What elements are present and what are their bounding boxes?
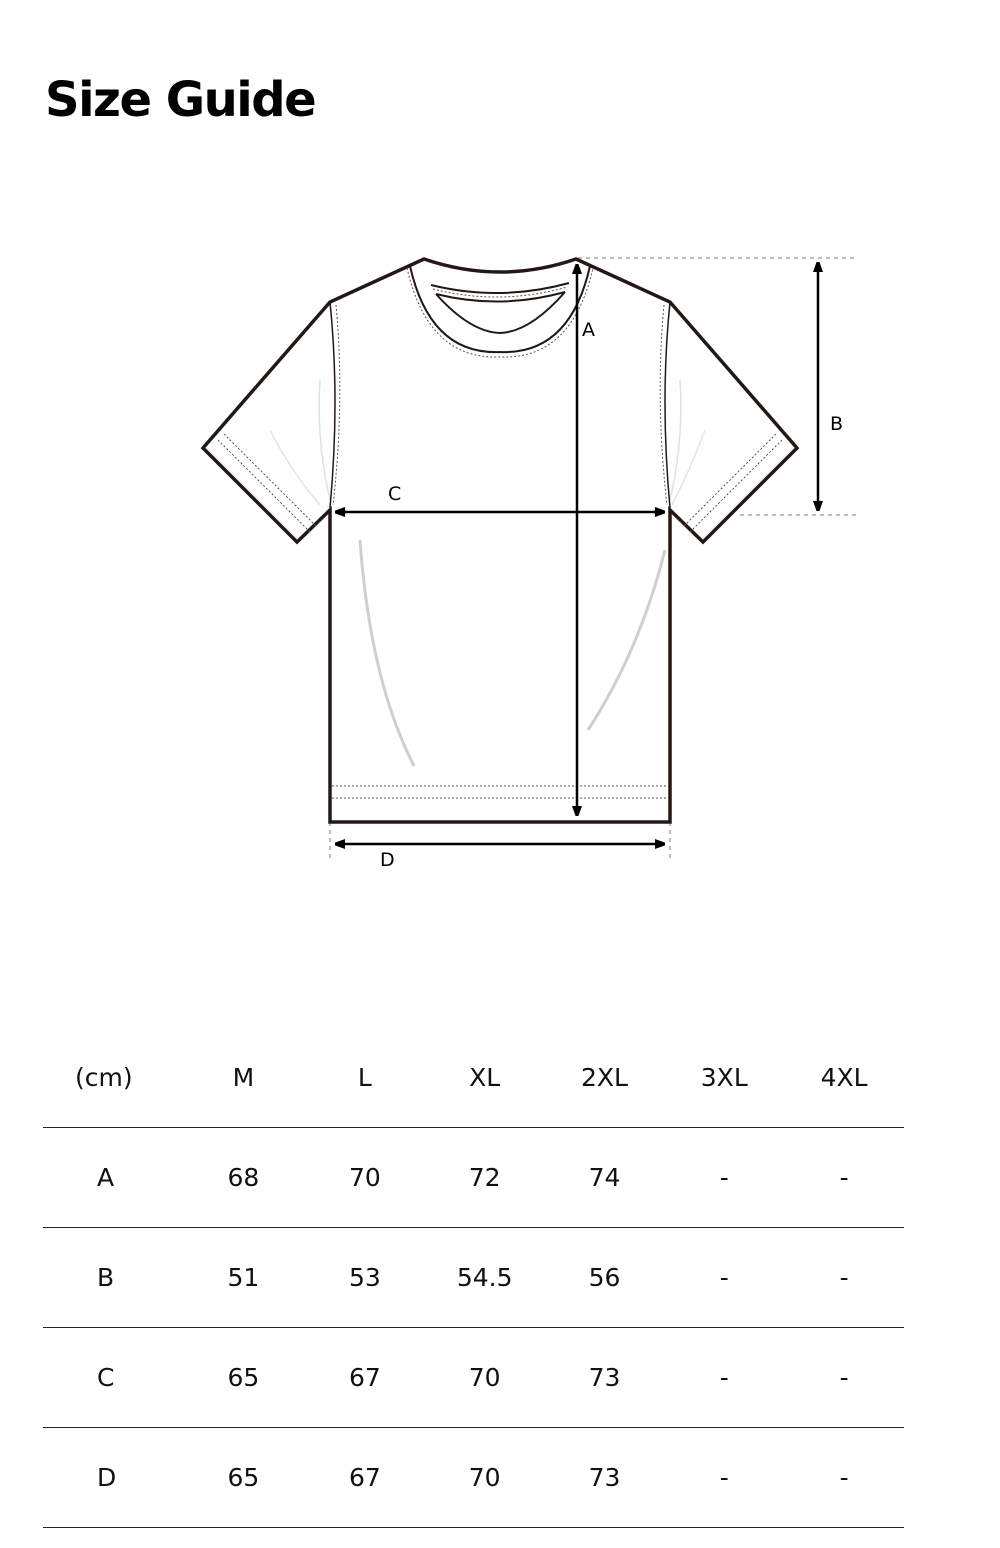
table-cell: - (664, 1427, 785, 1528)
table-cell: 73 (544, 1427, 665, 1528)
table-cell: 74 (544, 1127, 665, 1228)
table-row: A 68 70 72 74 - - (43, 1127, 904, 1228)
table-row: D 65 67 70 73 - - (43, 1427, 904, 1528)
measurement-label: C (43, 1327, 182, 1428)
measurement-arrows (336, 263, 818, 844)
tshirt-outline (200, 257, 800, 824)
guide-lines (329, 257, 856, 858)
table-cell: - (664, 1227, 785, 1328)
table-cell: 70 (424, 1427, 545, 1528)
label-c: C (388, 483, 401, 505)
table-cell: 70 (424, 1327, 545, 1428)
table-cell: 72 (424, 1127, 545, 1228)
unit-header: (cm) (43, 1028, 182, 1128)
size-header: 4XL (784, 1028, 904, 1128)
tshirt-measurement-diagram: A B C D (0, 230, 1000, 890)
table-cell: 51 (181, 1227, 305, 1328)
size-header: XL (424, 1028, 545, 1128)
table-cell: - (664, 1127, 785, 1228)
table-header-row: (cm) M L XL 2XL 3XL 4XL (43, 1028, 904, 1128)
label-a: A (582, 319, 595, 341)
collar (409, 265, 591, 354)
table-cell: 65 (181, 1427, 305, 1528)
measurement-label: D (43, 1427, 182, 1528)
page-title: Size Guide (45, 72, 317, 128)
table-cell: 56 (544, 1227, 665, 1328)
table-cell: 53 (304, 1227, 425, 1328)
size-header: L (304, 1028, 425, 1128)
size-chart-table: (cm) M L XL 2XL 3XL 4XL A 68 70 72 74 - … (43, 1028, 904, 1528)
table-cell: 68 (181, 1127, 305, 1228)
label-d: D (380, 849, 395, 871)
table-cell: - (784, 1327, 904, 1428)
measurement-label: B (43, 1227, 182, 1328)
table-row: C 65 67 70 73 - - (43, 1327, 904, 1428)
table-cell: 67 (304, 1327, 425, 1428)
measurement-label: A (43, 1127, 182, 1228)
table-cell: - (784, 1427, 904, 1528)
table-cell: - (784, 1227, 904, 1328)
table-cell: - (664, 1327, 785, 1428)
size-header: 2XL (544, 1028, 665, 1128)
table-cell: 65 (181, 1327, 305, 1428)
table-cell: 73 (544, 1327, 665, 1428)
size-header: 3XL (664, 1028, 785, 1128)
table-row: B 51 53 54.5 56 - - (43, 1227, 904, 1328)
table-cell: 54.5 (424, 1227, 545, 1328)
table-cell: 70 (304, 1127, 425, 1228)
table-cell: 67 (304, 1427, 425, 1528)
fabric-shading (269, 379, 706, 767)
label-b: B (830, 413, 843, 435)
size-header: M (181, 1028, 305, 1128)
stitching (217, 267, 783, 799)
table-cell: - (784, 1127, 904, 1228)
